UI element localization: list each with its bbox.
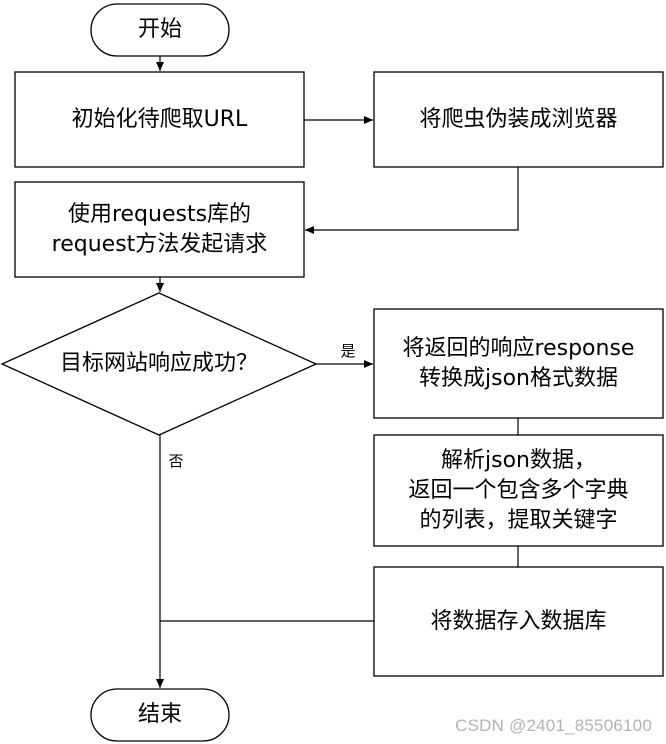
- request-box: [14, 181, 305, 278]
- parse-label: 解析json数据， 返回一个包含多个字典 的列表，提取关键字: [408, 447, 629, 533]
- end-label: 结束: [137, 702, 182, 727]
- arrow-disguise-to-request: [305, 167, 519, 234]
- end-terminal: [90, 688, 230, 742]
- yes-label: 是: [340, 342, 356, 360]
- disguise-box: [373, 71, 664, 168]
- store-label: 将数据存入数据库: [430, 608, 607, 634]
- convert-box: [373, 308, 664, 419]
- request-label: 使用requests库的 request方法发起请求: [51, 201, 268, 257]
- init-box: [14, 71, 305, 168]
- start-label: 开始: [137, 17, 182, 42]
- convert-label: 将返回的响应response 转换成json格式数据: [402, 335, 635, 391]
- parse-box: [373, 434, 664, 547]
- init-label: 初始化待爬取URL: [71, 106, 248, 132]
- decision-diamond: [0, 292, 318, 436]
- store-box: [373, 566, 664, 677]
- watermark: CSDN @2401_85506100: [455, 716, 652, 735]
- disguise-label: 将爬虫伪装成浏览器: [419, 106, 618, 132]
- decision-label: 目标网站响应成功？: [59, 351, 258, 376]
- no-label: 否: [168, 452, 184, 470]
